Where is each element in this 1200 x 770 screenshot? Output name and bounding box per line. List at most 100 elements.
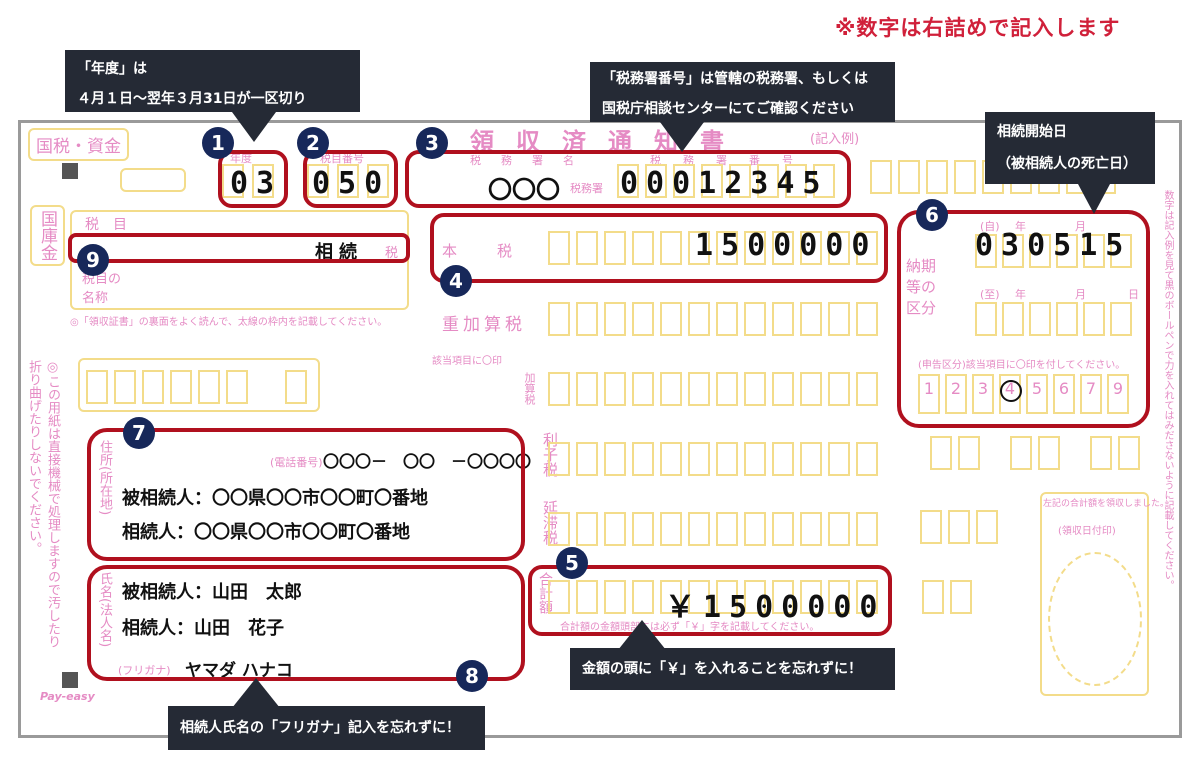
kokko-label: 国庫金 <box>30 205 65 266</box>
tax-item-number-value[interactable]: 050 <box>312 166 391 201</box>
digit-cell <box>958 436 980 470</box>
digit-cell <box>800 302 822 336</box>
tooltip-line: 国税庁相談センターにてご確認ください <box>602 101 854 117</box>
digit-cell <box>142 370 164 404</box>
tooltip-arrow <box>1078 184 1110 214</box>
badge-8: 8 <box>456 660 488 692</box>
address-heir[interactable]: 相続人：〇〇県〇〇市〇〇町〇番地 <box>122 522 410 543</box>
digit-cell <box>688 372 710 406</box>
tax-office-name-value[interactable]: 〇〇〇 <box>488 176 560 204</box>
tax-office-name-label: 税務署名 <box>470 154 594 167</box>
tooltip-fiscal-year: 「年度」は ４月１日～翌年３月31日が一区切り <box>65 50 360 112</box>
digit-cell <box>975 234 997 268</box>
tax-office-suffix: 税務署 <box>570 182 603 195</box>
digit-cell <box>632 580 654 614</box>
tooltip-arrow <box>660 122 704 152</box>
digit-cell <box>744 231 766 265</box>
digit-cell <box>632 372 654 406</box>
digit-cell <box>729 164 751 198</box>
declaration-option-6[interactable]: 6 <box>1053 374 1075 414</box>
digit-cell <box>1029 234 1051 268</box>
digit-cell <box>548 512 570 546</box>
penalty-label: 加算税 <box>523 372 536 405</box>
example-label: (記入例) <box>810 132 860 147</box>
title-right: 資金 <box>87 137 121 157</box>
digit-cell <box>548 302 570 336</box>
digit-cell <box>576 302 598 336</box>
digit-cell <box>772 580 794 614</box>
digit-cell <box>716 442 738 476</box>
phone-label: (電話番号) <box>270 456 323 469</box>
declaration-option-1[interactable]: 1 <box>918 374 940 414</box>
name-label: 氏名(法人名) <box>97 572 112 648</box>
digit-cell <box>632 231 654 265</box>
address-deceased[interactable]: 被相続人：〇〇県〇〇市〇〇町〇番地 <box>122 488 428 509</box>
receipt-label: 左記の合計額を領収しました。 <box>1043 499 1170 509</box>
digit-cell <box>800 580 822 614</box>
tooltip-line: 「年度」は <box>77 61 147 77</box>
digit-cell <box>772 512 794 546</box>
digit-cell <box>114 370 136 404</box>
tax-office-number-value[interactable]: 00012345 <box>620 166 829 201</box>
name-deceased[interactable]: 被相続人：山田 太郎 <box>122 582 302 603</box>
period-from-value[interactable]: 030515 <box>975 228 1132 263</box>
period-from-label: (自) <box>980 220 1000 233</box>
declaration-option-7[interactable]: 7 <box>1080 374 1102 414</box>
tooltip-inheritance-date: 相続開始日 （被相続人の死亡日） <box>985 112 1155 184</box>
digit-cell <box>576 442 598 476</box>
digit-cell <box>307 164 329 198</box>
digit-cell <box>926 160 948 194</box>
period-label: 納期等の区分 <box>906 257 937 317</box>
registration-mark <box>62 163 78 179</box>
digit-cell <box>954 160 976 194</box>
digit-cell <box>701 164 723 198</box>
tooltip-line: ４月１日～翌年３月31日が一区切り <box>77 91 307 107</box>
digit-cell <box>688 231 710 265</box>
address-label: 住所(所在地) <box>97 440 112 516</box>
declaration-option-5[interactable]: 5 <box>1026 374 1048 414</box>
declaration-option-3[interactable]: 3 <box>972 374 994 414</box>
month-label: 月 <box>1075 220 1086 233</box>
year-label: 年 <box>1015 220 1026 233</box>
tax-office-number-label: 税務署番号 <box>650 154 815 167</box>
digit-cell <box>772 442 794 476</box>
name-heir[interactable]: 相続人：山田 花子 <box>122 618 284 639</box>
total-amount-value[interactable]: ￥1500000 <box>665 590 886 625</box>
declaration-option-9[interactable]: 9 <box>1107 374 1129 414</box>
fiscal-year-value[interactable]: 03 <box>230 166 283 201</box>
payeasy-logo: Pay-easy <box>40 690 95 703</box>
badge-2: 2 <box>297 127 329 159</box>
declaration-option-2[interactable]: 2 <box>945 374 967 414</box>
instruction-text: ◎「領収証書」の裏面をよく読んで、太線の枠内を記載してください。 <box>70 317 388 328</box>
digit-cell <box>744 302 766 336</box>
main-tax-label: 本税 <box>442 242 553 260</box>
digit-cell <box>948 510 970 544</box>
tax-suffix: 税 <box>385 246 399 261</box>
digit-cell <box>800 231 822 265</box>
digit-cell <box>744 580 766 614</box>
digit-cell <box>170 370 192 404</box>
digit-cell <box>632 442 654 476</box>
digit-cell <box>688 302 710 336</box>
phone-value[interactable]: 〇〇〇－ 〇〇 －〇〇〇〇 <box>323 452 532 471</box>
digit-cell <box>604 302 626 336</box>
badge-1: 1 <box>202 127 234 159</box>
digit-cell <box>688 442 710 476</box>
furigana-value[interactable]: ヤマダ ハナコ <box>185 661 293 681</box>
digit-cell <box>772 372 794 406</box>
total-note: 合計額の金額頭部には必ず「￥」字を記載してください。 <box>560 622 820 633</box>
tooltip-arrow <box>232 112 276 142</box>
digit-cell <box>757 164 779 198</box>
tooltip-arrow <box>618 620 666 650</box>
annotation-box-address <box>87 428 525 561</box>
digit-cell <box>920 510 942 544</box>
digit-cell <box>285 370 307 404</box>
annotation-box-total <box>528 565 892 636</box>
annotation-box-tax-office <box>405 150 851 208</box>
badge-6: 6 <box>916 199 948 231</box>
tax-type-value[interactable]: 相続 <box>315 242 363 263</box>
tooltip-line: 「税務署番号」は管轄の税務署、もしくは <box>602 71 868 87</box>
digit-cell <box>772 231 794 265</box>
main-tax-amount-value[interactable]: 1500000 <box>695 228 878 263</box>
digit-cell <box>1010 436 1032 470</box>
